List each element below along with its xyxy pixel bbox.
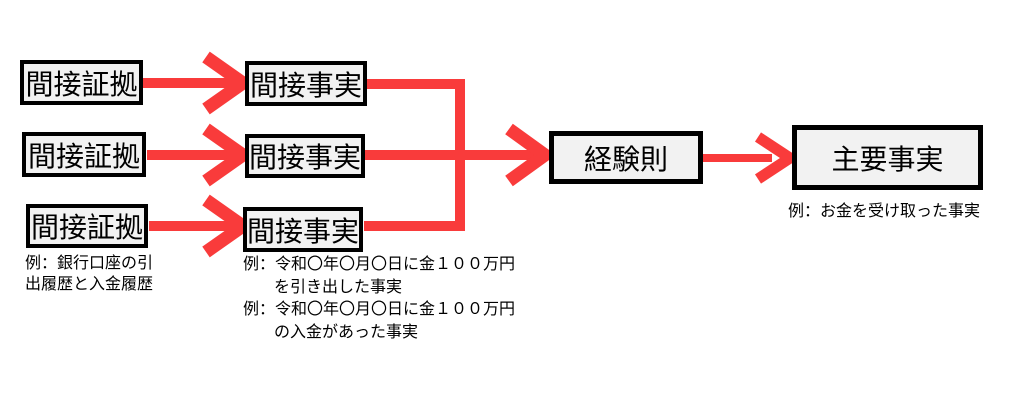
box-indirect-fact-1-label: 間接事実 [249, 69, 362, 101]
arrow-evidence3-to-fact3 [149, 194, 255, 258]
arrow-evidence1-to-fact1 [143, 51, 255, 115]
box-indirect-fact-2-label: 間接事実 [249, 142, 362, 173]
box-indirect-fact-2: 間接事実 [245, 134, 365, 178]
box-indirect-fact-3-label: 間接事実 [247, 215, 360, 247]
caption-main-fact-example-text: 例：お金を受け取った事実 [788, 203, 981, 220]
arrow-facts-to-rule [364, 123, 557, 187]
caption-fact-examples-line1: 例：令和〇年〇月〇日に金１００万円 [243, 256, 516, 273]
caption-main-fact-example: 例：お金を受け取った事実 [788, 197, 980, 221]
box-main-fact-label: 主要事実 [831, 143, 944, 175]
box-indirect-evidence-3-label: 間接証拠 [30, 212, 143, 243]
box-indirect-fact-1: 間接事実 [245, 61, 367, 106]
caption-fact-examples-line3: 例：令和〇年〇月〇日に金１００万円 [243, 301, 516, 318]
box-main-fact: 主要事実 [792, 125, 983, 190]
box-indirect-evidence-2-label: 間接証拠 [27, 140, 140, 172]
box-indirect-evidence-2: 間接証拠 [22, 132, 146, 177]
caption-fact-examples-line4: の入金があった事実 [274, 323, 419, 341]
caption-fact-examples-line2: を引き出した事実 [274, 278, 403, 296]
caption-evidence-example-line2: 出履歴と入金履歴 [25, 276, 154, 293]
box-indirect-evidence-1: 間接証拠 [20, 60, 143, 105]
caption-fact-examples: 例：令和〇年〇月〇日に金１００万円 を引き出した事実 例：令和〇年〇月〇日に金１… [243, 254, 515, 344]
arrow-rule-to-main-fact [702, 132, 801, 184]
box-indirect-evidence-1-label: 間接証拠 [25, 68, 138, 100]
caption-evidence-example: 例：銀行口座の引 出履歴と入金履歴 [25, 253, 153, 295]
caption-evidence-example-line1: 例：銀行口座の引 [25, 255, 154, 272]
box-empirical-rule-label: 経験則 [583, 143, 668, 175]
box-indirect-evidence-3: 間接証拠 [26, 204, 148, 248]
arrow-evidence2-to-fact2 [147, 123, 255, 187]
box-indirect-fact-3: 間接事実 [243, 207, 363, 252]
box-empirical-rule: 経験則 [549, 131, 703, 184]
